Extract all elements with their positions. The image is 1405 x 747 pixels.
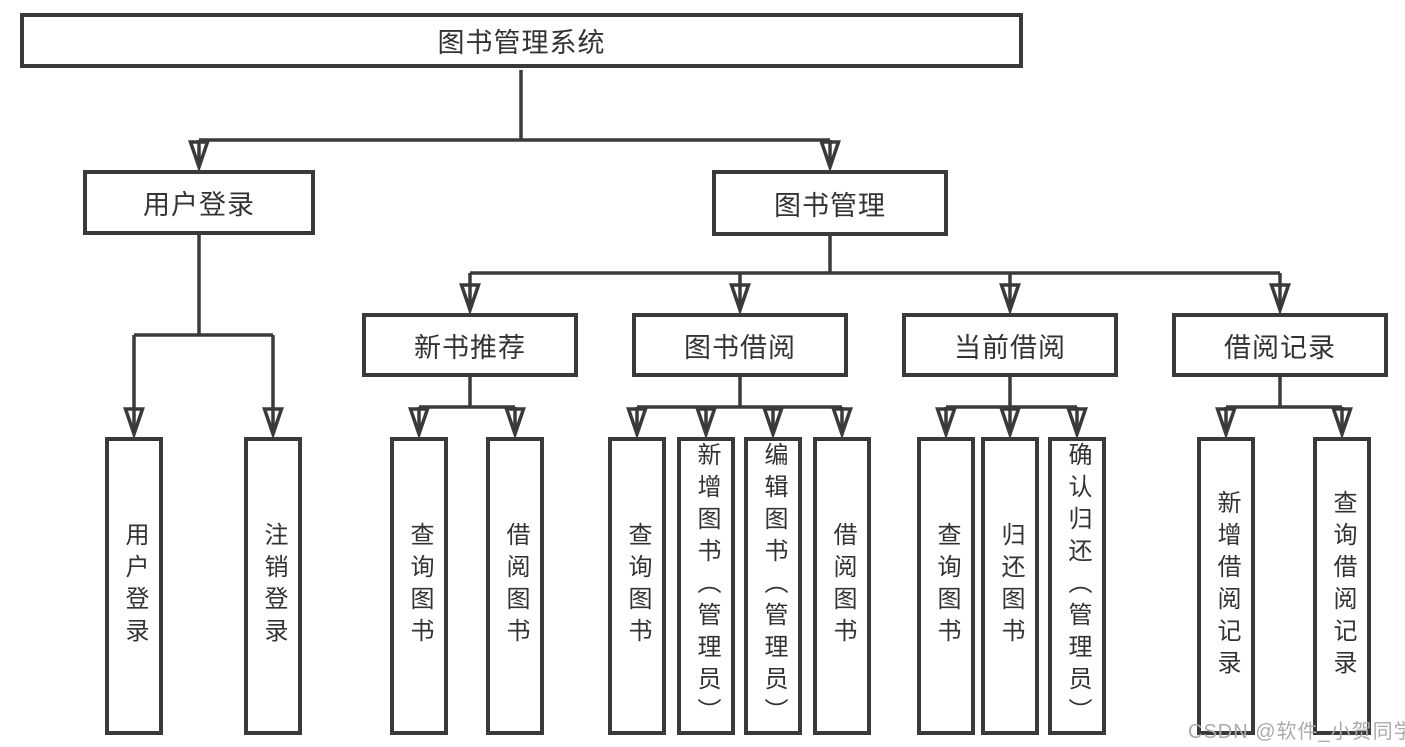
leaf-recommend-borrow-books: 借阅图书: [486, 437, 544, 735]
edges-root-to-level2: [199, 70, 830, 167]
node-user-login-branch: 用户登录: [83, 170, 315, 235]
node-book-management-branch: 图书管理: [712, 170, 948, 236]
edges-user-login-to-leaves: [134, 235, 273, 434]
edges-book-management-to-level3: [470, 236, 1280, 310]
node-library-management-system: 图书管理系统: [20, 13, 1023, 68]
node-current-borrowing: 当前借阅: [902, 313, 1118, 377]
leaf-recommend-query-books: 查询图书: [390, 437, 448, 735]
leaf-return-books: 归还图书: [981, 437, 1039, 735]
edges-current-borrowing-to-leaves: [946, 377, 1077, 434]
node-book-borrowing: 图书借阅: [632, 313, 848, 377]
leaf-logout: 注销登录: [244, 437, 302, 735]
csdn-watermark: CSDN @软件_小贺同学: [1188, 721, 1405, 743]
node-new-book-recommend: 新书推荐: [362, 313, 578, 377]
node-borrowing-records: 借阅记录: [1172, 313, 1388, 377]
edges-new-book-recommend-to-leaves: [419, 377, 515, 434]
leaf-confirm-return-admin: 确认归还（管理员）: [1048, 437, 1106, 735]
leaf-user-login: 用户登录: [105, 437, 163, 735]
leaf-add-borrow-record: 新增借阅记录: [1197, 437, 1255, 735]
leaf-borrowing-borrow-books: 借阅图书: [813, 437, 871, 735]
edges-borrowing-records-to-leaves: [1226, 377, 1342, 434]
leaf-query-borrow-record: 查询借阅记录: [1313, 437, 1371, 735]
leaf-current-query-books: 查询图书: [917, 437, 975, 735]
edges-book-borrowing-to-leaves: [637, 377, 842, 434]
leaf-add-books-admin: 新增图书（管理员）: [677, 437, 735, 735]
leaf-borrowing-query-books: 查询图书: [608, 437, 666, 735]
leaf-edit-books-admin: 编辑图书（管理员）: [744, 437, 802, 735]
